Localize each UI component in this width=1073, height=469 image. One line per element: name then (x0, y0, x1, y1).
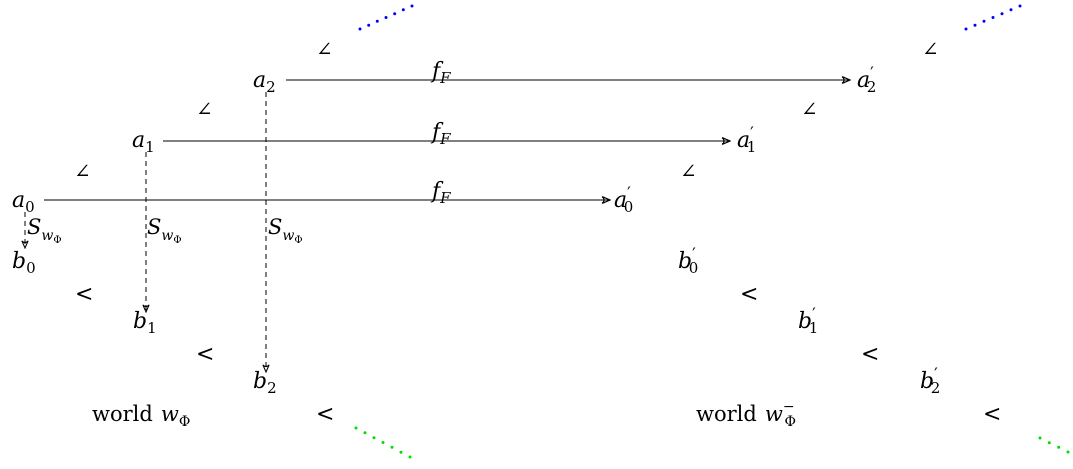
dot (1047, 441, 1051, 445)
dot (354, 426, 358, 430)
green-dotted-line-left (354, 426, 412, 459)
dot (358, 27, 362, 31)
node-b1-prime: b′1 (798, 304, 818, 337)
angle-symbol-left-2: ∠ (196, 97, 213, 121)
node-a2: a2 (253, 68, 276, 96)
node-a1: a1 (132, 128, 155, 156)
blue-dotted-line-left (358, 4, 414, 31)
lessthan-symbol-left-1: < (75, 282, 93, 307)
dot (384, 16, 388, 19)
lessthan-symbol-left-2: < (196, 342, 214, 367)
lessthan-symbol-right-2: < (861, 342, 879, 367)
blue-dotted-line-right (964, 4, 1022, 31)
lessthan-symbol-right-1: < (740, 282, 758, 307)
label-f-top: fF (430, 59, 451, 87)
dot (381, 441, 385, 444)
dot (1057, 445, 1061, 449)
angle-symbol-right-2: ∠ (801, 97, 818, 121)
dot (973, 23, 977, 27)
dot (408, 455, 412, 459)
dot (375, 19, 379, 23)
dot (982, 19, 986, 23)
dot (390, 445, 394, 449)
dot (393, 12, 397, 16)
lessthan-symbol-right-3: < (983, 402, 1001, 427)
node-a1-prime: a′1 (737, 123, 756, 156)
node-b1: b1 (133, 309, 157, 337)
dot (964, 27, 968, 31)
node-a0-prime: a′0 (614, 183, 633, 216)
node-b2: b2 (253, 369, 277, 397)
angle-symbol-right-3: ∠ (922, 37, 939, 61)
node-b0-prime: b′0 (678, 244, 698, 277)
lessthan-symbol-left-3: < (316, 402, 334, 427)
dot (1000, 12, 1004, 16)
label-s-2: SwΦ (268, 215, 303, 246)
node-a2-prime: a′2 (857, 63, 876, 96)
green-dotted-line-right (1038, 436, 1070, 454)
angle-symbol-left-1: ∠ (74, 159, 91, 183)
dot (399, 450, 403, 454)
label-f-middle: fF (430, 120, 451, 148)
dot (372, 436, 376, 440)
dot (1066, 450, 1070, 454)
dot (401, 8, 405, 12)
dot (1018, 4, 1022, 8)
dot (363, 431, 367, 435)
label-f-bottom: fF (430, 179, 451, 207)
dot (1009, 8, 1013, 12)
dot (991, 16, 995, 19)
label-s-1: SwΦ (147, 215, 182, 246)
dot (1038, 436, 1042, 440)
node-b0: b0 (12, 249, 36, 277)
node-a0: a0 (12, 188, 35, 216)
label-s-0: SwΦ (27, 215, 62, 246)
dot (367, 23, 371, 27)
dot (410, 4, 414, 8)
node-b2-prime: b′2 (920, 364, 940, 397)
angle-symbol-right-1: ∠ (680, 159, 697, 183)
angle-symbol-left-3: ∠ (316, 37, 333, 61)
